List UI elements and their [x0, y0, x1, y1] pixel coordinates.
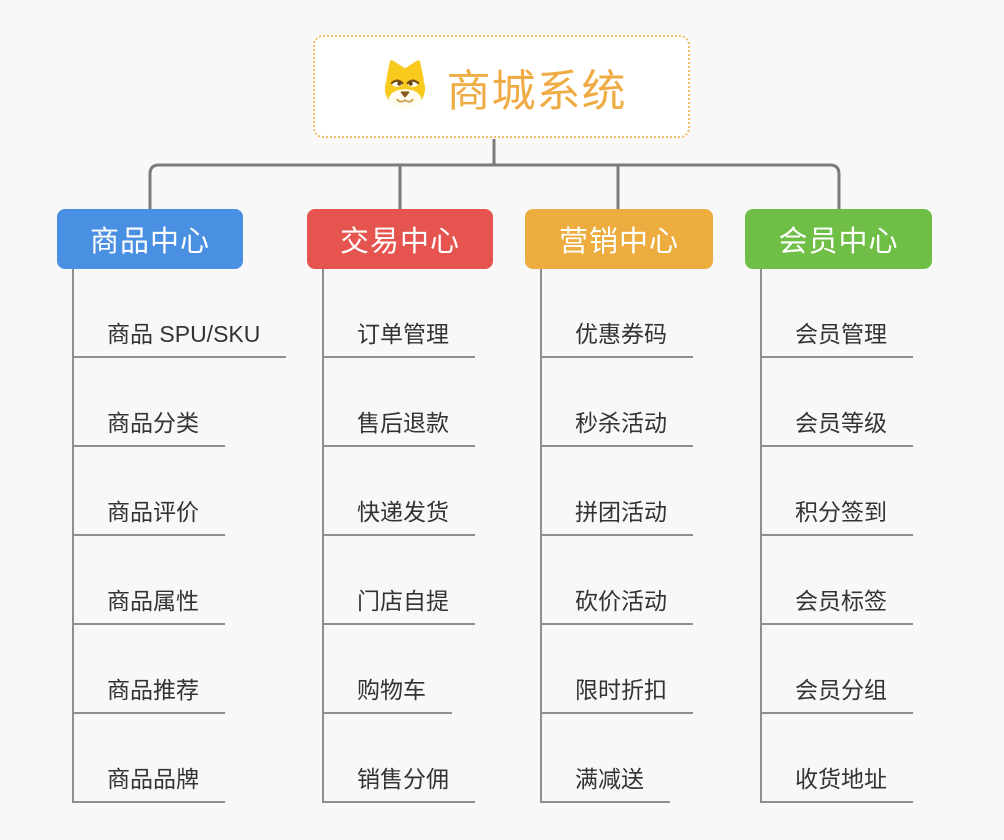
child-node[interactable]: 满减送 — [542, 714, 670, 803]
child-node[interactable]: 商品评价 — [74, 447, 225, 536]
child-node[interactable]: 优惠券码 — [542, 269, 693, 358]
child-node[interactable]: 会员等级 — [762, 358, 913, 447]
branch-header[interactable]: 交易中心 — [307, 209, 493, 269]
branch-label: 会员中心 — [778, 226, 899, 258]
branch-children: 商品 SPU/SKU 商品分类 商品评价 商品属性 商品推荐 商品品牌 — [72, 269, 287, 803]
branch-header[interactable]: 会员中心 — [745, 209, 932, 269]
child-node[interactable]: 商品品牌 — [74, 714, 225, 803]
child-node[interactable]: 商品 SPU/SKU — [74, 269, 287, 358]
child-node[interactable]: 会员管理 — [762, 269, 913, 358]
child-node[interactable]: 限时折扣 — [542, 625, 693, 714]
branch-product-center: 商品中心 商品 SPU/SKU 商品分类 商品评价 商品属性 商品推荐 商品品牌 — [57, 209, 287, 803]
child-node[interactable]: 会员分组 — [762, 625, 913, 714]
child-node[interactable]: 门店自提 — [324, 536, 475, 625]
branch-header[interactable]: 商品中心 — [57, 209, 243, 269]
child-node[interactable]: 砍价活动 — [542, 536, 693, 625]
child-node[interactable]: 销售分佣 — [324, 714, 475, 803]
child-node[interactable]: 收货地址 — [762, 714, 913, 803]
child-node[interactable]: 购物车 — [324, 625, 452, 714]
branch-children: 会员管理 会员等级 积分签到 会员标签 会员分组 收货地址 — [760, 269, 932, 803]
child-node[interactable]: 商品推荐 — [74, 625, 225, 714]
child-node[interactable]: 秒杀活动 — [542, 358, 693, 447]
branch-trade-center: 交易中心 订单管理 售后退款 快递发货 门店自提 购物车 销售分佣 — [307, 209, 493, 803]
child-node[interactable]: 积分签到 — [762, 447, 913, 536]
branch-children: 优惠券码 秒杀活动 拼团活动 砍价活动 限时折扣 满减送 — [540, 269, 713, 803]
branch-children: 订单管理 售后退款 快递发货 门店自提 购物车 销售分佣 — [322, 269, 493, 803]
child-node[interactable]: 商品属性 — [74, 536, 225, 625]
dog-face-icon — [384, 59, 425, 109]
branch-label: 营销中心 — [558, 226, 679, 258]
branch-label: 商品中心 — [89, 226, 210, 258]
branch-label: 交易中心 — [339, 226, 460, 258]
branch-marketing-center: 营销中心 优惠券码 秒杀活动 拼团活动 砍价活动 限时折扣 满减送 — [525, 209, 713, 803]
child-node[interactable]: 会员标签 — [762, 536, 913, 625]
root-title: 商城系统 — [446, 66, 627, 116]
child-node[interactable]: 商品分类 — [74, 358, 225, 447]
child-node[interactable]: 订单管理 — [324, 269, 475, 358]
branch-header[interactable]: 营销中心 — [525, 209, 713, 269]
child-node[interactable]: 售后退款 — [324, 358, 475, 447]
root-node[interactable]: 商城系统 — [313, 35, 690, 138]
child-node[interactable]: 快递发货 — [324, 447, 475, 536]
branch-member-center: 会员中心 会员管理 会员等级 积分签到 会员标签 会员分组 收货地址 — [745, 209, 932, 803]
child-node[interactable]: 拼团活动 — [542, 447, 693, 536]
